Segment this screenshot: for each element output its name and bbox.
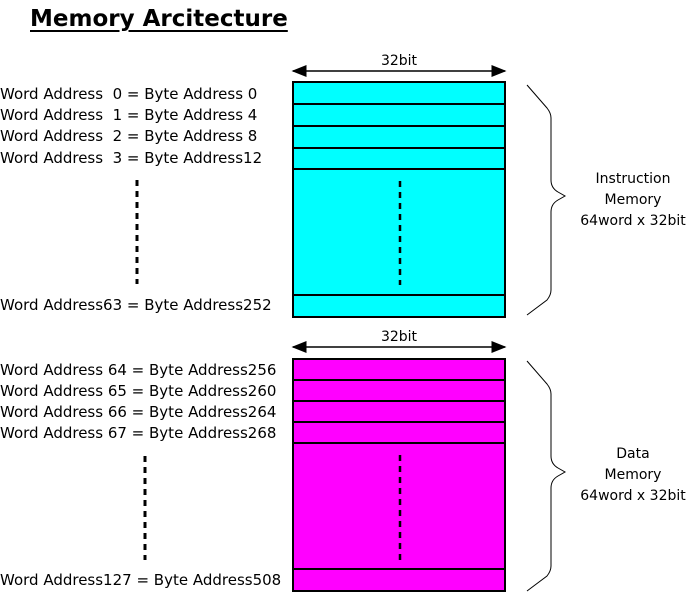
instruction-address-3: Word Address 3 = Byte Address12 [0,149,263,167]
instruction-label-line-1: Instruction [595,171,671,187]
instruction-label-line-3: 64word x 32bit [580,213,686,229]
data-memory-label: Data Memory 64word x 32bit [568,444,690,507]
data-address-1: Word Address 65 = Byte Address260 [0,382,277,400]
data-address-2: Word Address 66 = Byte Address264 [0,403,277,421]
instruction-label-line-2: Memory [604,192,662,208]
instruction-address-last: Word Address63 = Byte Address252 [0,296,272,314]
instruction-address-0: Word Address 0 = Byte Address 0 [0,85,258,103]
data-label-line-2: Memory [604,467,662,483]
instruction-address-2: Word Address 2 = Byte Address 8 [0,127,258,145]
data-address-0: Word Address 64 = Byte Address256 [0,361,277,379]
instruction-brace [526,84,567,316]
instruction-address-1: Word Address 1 = Byte Address 4 [0,106,258,124]
data-label-line-1: Data [616,446,650,462]
data-label-line-3: 64word x 32bit [580,488,686,504]
instruction-memory-label: Instruction Memory 64word x 32bit [568,169,690,232]
instruction-memory-block [292,81,506,318]
data-address-3: Word Address 67 = Byte Address268 [0,424,277,442]
instruction-width-label: 32bit [380,53,418,69]
data-memory-block [292,358,506,592]
data-address-last: Word Address127 = Byte Address508 [0,571,282,589]
data-brace [526,360,567,592]
diagram-title: Memory Arcitecture [30,6,288,32]
data-width-label: 32bit [380,329,418,345]
